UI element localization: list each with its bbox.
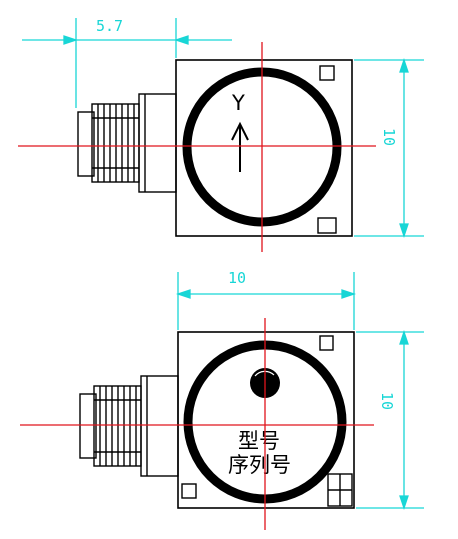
bottom-centerlines xyxy=(20,318,374,530)
top-body-outline xyxy=(175,59,353,237)
dim-top-height xyxy=(354,57,424,239)
top-centerlines xyxy=(18,42,376,252)
axis-arrow-icon xyxy=(231,121,249,172)
bottom-view: 型号 序列号 10 xyxy=(20,269,424,530)
top-corner-mark-br xyxy=(317,217,337,234)
dim-bottom-width-label: 10 xyxy=(228,269,246,287)
top-connector xyxy=(77,93,177,193)
dim-bottom-height-label: 10 xyxy=(378,392,396,410)
dim-top-height-label: 10 xyxy=(380,128,398,146)
bottom-corner-mark-br xyxy=(327,473,353,507)
bottom-connector xyxy=(79,375,179,477)
dim-connector-length-label: 5.7 xyxy=(96,17,123,35)
dim-bottom-width xyxy=(175,272,357,330)
dim-connector-length xyxy=(22,18,232,108)
mounting-hole-highlight xyxy=(254,370,275,377)
bottom-corner-mark-bl xyxy=(181,483,197,499)
dim-bottom-height xyxy=(356,329,424,511)
bottom-corner-mark-tr xyxy=(319,335,334,351)
label-serial: 序列号 xyxy=(228,453,291,477)
top-view: Y xyxy=(18,17,424,252)
axis-label-y: Y xyxy=(231,91,245,115)
top-corner-mark-tr xyxy=(319,65,335,81)
label-model: 型号 xyxy=(238,429,280,453)
